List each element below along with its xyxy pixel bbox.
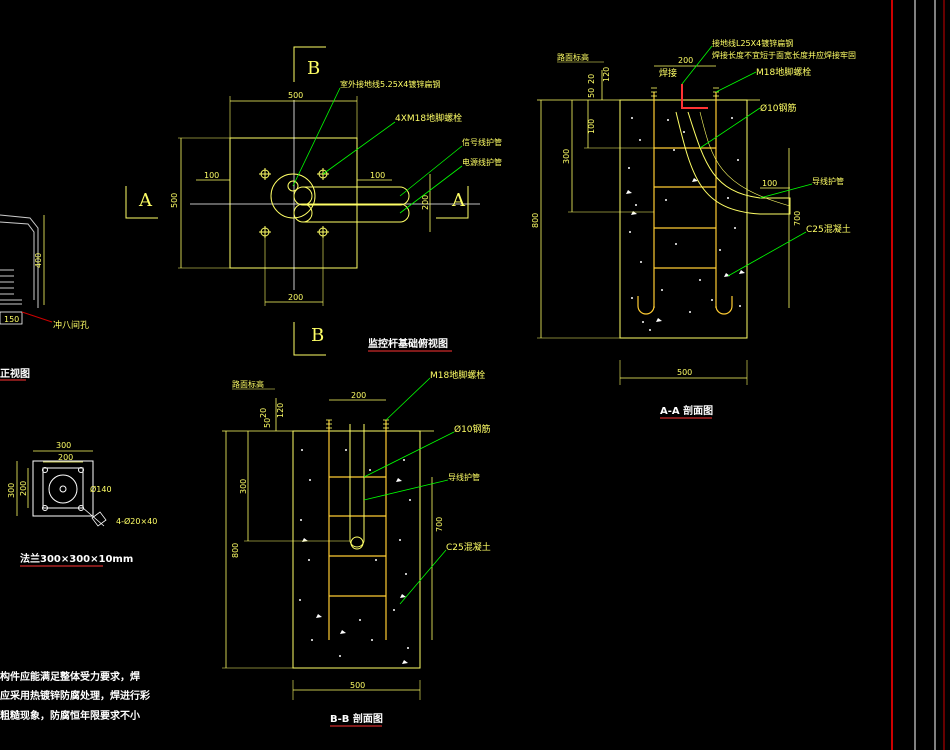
aa-callout-bolt: M18地脚螺栓 — [756, 66, 811, 78]
plan-callout-sleeve2: 电源线护管 — [462, 157, 502, 167]
aa-dim-500: 500 — [677, 368, 692, 377]
plan-dim-500-left: 500 — [170, 193, 179, 208]
aa-callout-rebar: Ø10钢筋 — [760, 102, 797, 114]
bb-dim-800: 800 — [231, 543, 240, 558]
aa-dim-100-conduit: 100 — [762, 179, 777, 188]
plan-callout-sleeve1: 信号线护管 — [462, 137, 502, 147]
section-bb: 800 300 120 50 20 200 700 500 路面标高 M18地脚… — [222, 369, 491, 727]
plan-section-a-left: A — [138, 190, 153, 211]
aa-section-title: A-A 剖面图 — [660, 404, 713, 417]
bb-section-title: B-B 剖面图 — [330, 712, 383, 725]
notes-block: 构件应能满足整体受力要求，焊 应采用热镀锌防腐处理，焊进行彩 粗糙现象，防腐恒年… — [0, 670, 150, 722]
aa-callout-ground-strip: 接地线L25X4镀锌扁钢 — [712, 38, 793, 48]
plan-view: 500 500 200 200 100 100 A A B B 室外接地线5.2… — [125, 46, 502, 356]
aa-dim-20: 20 — [587, 74, 596, 84]
aa-dim-700: 700 — [793, 211, 802, 226]
drawing-frame-border — [891, 0, 945, 750]
plan-callout-grounding: 室外接地线5.25X4镀锌扁钢 — [340, 79, 440, 89]
aa-dim-300: 300 — [562, 149, 571, 164]
aa-dim-800: 800 — [531, 213, 540, 228]
left-hole-callout: 冲八间孔 — [53, 319, 89, 331]
bb-callout-conduit: 导线护管 — [448, 472, 480, 482]
aa-label-weld: 焊接 — [659, 67, 677, 79]
aa-callout-conduit: 导线护管 — [812, 176, 844, 186]
bb-dim-50: 50 — [263, 418, 272, 428]
plan-dim-100-right: 100 — [370, 171, 385, 180]
flange-dim-phi140: Ø140 — [90, 484, 112, 494]
bb-dim-300: 300 — [239, 479, 248, 494]
flange-dim-200-top: 200 — [58, 453, 73, 462]
flange-dim-200-left: 200 — [19, 481, 28, 496]
left-front-view-title: 正视图 — [0, 367, 30, 380]
flange-title: 法兰300×300×10mm — [20, 552, 133, 565]
bb-dim-500: 500 — [350, 681, 365, 690]
bb-callout-rebar: Ø10钢筋 — [454, 423, 491, 435]
bb-callout-bolt: M18地脚螺栓 — [430, 369, 485, 381]
plan-section-b-bottom: B — [311, 325, 324, 346]
plan-dim-200-right: 200 — [421, 195, 430, 210]
aa-dim-200: 200 — [678, 56, 693, 65]
note-line-2: 应采用热镀锌防腐处理，焊进行彩 — [0, 689, 150, 702]
aa-ground-level: 路面标高 — [557, 52, 589, 62]
aa-callout-ground-note: 焊接长度不宜短于面宽长度并应焊接牢固 — [712, 50, 856, 60]
plan-callout-bolts: 4XM18地脚螺栓 — [395, 112, 462, 124]
plan-section-b-top: B — [307, 58, 320, 79]
plan-dim-500-top: 500 — [288, 91, 303, 100]
plan-dim-200-bottom: 200 — [288, 293, 303, 302]
bb-dim-120: 120 — [276, 403, 285, 418]
plan-dim-100-left: 100 — [204, 171, 219, 180]
bb-callout-concrete: C25混凝土 — [446, 541, 491, 553]
aa-callout-concrete: C25混凝土 — [806, 223, 851, 235]
bb-dim-200: 200 — [351, 391, 366, 400]
bb-ground-level: 路面标高 — [232, 379, 264, 389]
left-dim-400: 400 — [34, 253, 43, 268]
note-line-1: 构件应能满足整体受力要求，焊 — [0, 670, 140, 683]
note-line-3: 粗糙现象，防腐恒年限要求不小 — [0, 709, 140, 722]
aa-dim-100: 100 — [587, 119, 596, 134]
left-dim-150: 150 — [4, 315, 19, 324]
left-partial-front-view: 400 150 冲八间孔 正视图 — [0, 214, 89, 381]
aa-dim-120: 120 — [602, 67, 611, 82]
flange-dim-300-top: 300 — [56, 441, 71, 450]
aa-dim-50: 50 — [587, 88, 596, 98]
flange-dim-holes: 4-Ø20×40 — [116, 516, 157, 526]
flange-dim-300-left: 300 — [7, 483, 16, 498]
plan-view-title: 监控杆基础俯视图 — [368, 337, 448, 350]
bb-dim-20: 20 — [259, 408, 268, 418]
section-aa: 800 300 100 120 50 20 200 100 700 500 路面… — [531, 38, 856, 419]
plan-section-a-right: A — [451, 190, 466, 211]
bb-dim-700: 700 — [435, 517, 444, 532]
flange-detail: 300 200 300 200 Ø140 4-Ø20×40 法兰300×300×… — [7, 441, 157, 567]
